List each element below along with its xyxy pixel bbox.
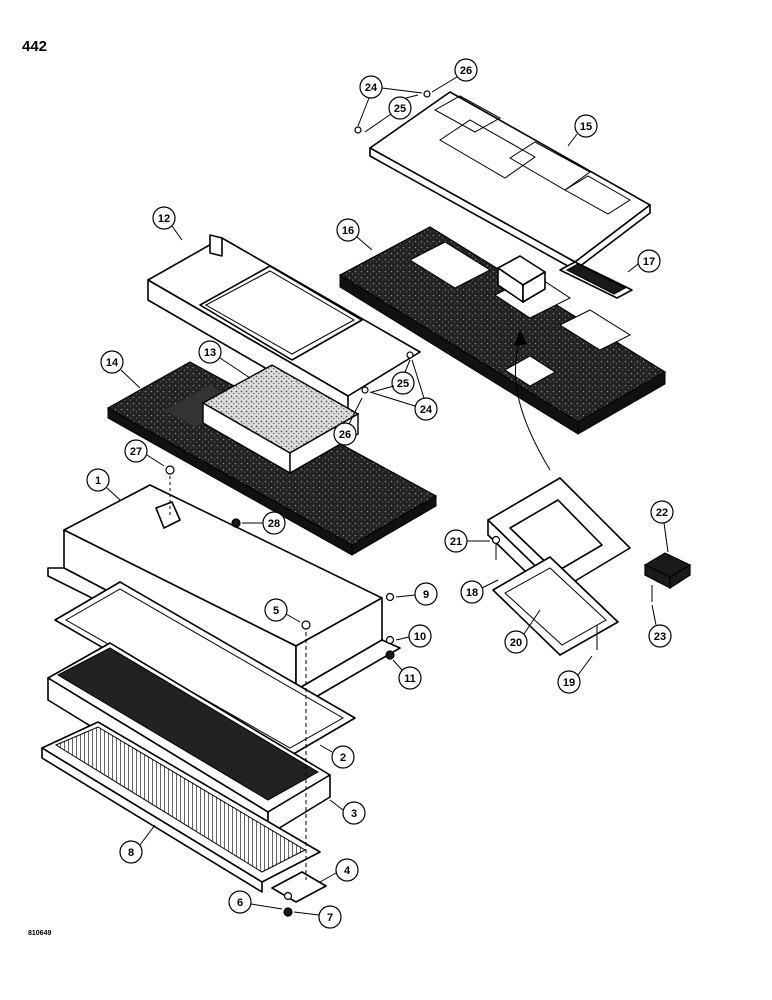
svg-text:28: 28 [268,518,280,530]
svg-text:4: 4 [344,865,351,877]
svg-text:9: 9 [423,589,429,601]
hardware [165,90,653,917]
callout-26-top: 26 [431,58,478,93]
svg-text:15: 15 [580,121,592,133]
callout-4: 4 [319,858,359,883]
callout-10: 10 [395,624,432,648]
bracket-17 [559,261,633,299]
callout-21: 21 [444,529,490,553]
svg-text:18: 18 [466,587,478,599]
callout-11: 11 [392,659,422,690]
assembly-18-20 [487,477,631,656]
svg-text:25: 25 [394,103,406,115]
svg-text:1: 1 [95,475,101,487]
callout-1: 1 [86,468,121,501]
svg-text:27: 27 [130,446,142,458]
callout-6: 6 [228,890,283,914]
callout-13: 13 [198,340,251,379]
figure-code: 810649 [28,930,52,937]
callout-28: 28 [242,511,286,535]
callout-14: 14 [100,350,141,389]
svg-text:20: 20 [510,637,522,649]
svg-text:5: 5 [273,605,279,617]
svg-text:7: 7 [327,912,333,924]
svg-text:17: 17 [643,256,655,268]
svg-text:11: 11 [404,673,416,685]
svg-text:6: 6 [237,897,243,909]
callout-16: 16 [336,218,373,251]
callout-5: 5 [264,598,301,623]
svg-text:24: 24 [365,82,378,94]
svg-text:8: 8 [128,847,134,859]
svg-text:14: 14 [106,357,119,369]
callout-18: 18 [460,579,499,604]
callout-24-top: 24 [357,75,423,127]
callout-7: 7 [293,905,342,929]
callout-15: 15 [567,114,598,147]
callout-24-mid: 24 [369,359,438,421]
callout-19: 19 [557,655,593,694]
housing-on-pad [497,255,546,303]
svg-text:2: 2 [340,752,346,764]
svg-text:26: 26 [339,429,351,441]
svg-text:24: 24 [420,404,433,416]
svg-text:25: 25 [397,378,409,390]
callout-9: 9 [395,582,438,606]
callout-26-mid: 26 [333,397,363,446]
callout-25-top: 25 [364,94,419,133]
callout-8: 8 [119,824,156,864]
plate-4 [271,871,327,903]
callout-12: 12 [152,206,183,241]
callout-22: 22 [650,500,674,553]
screen-tray-8 [41,721,321,893]
foam-pad-16 [338,226,667,435]
cover-plate-15 [369,91,651,271]
callout-2: 2 [319,744,355,769]
svg-text:26: 26 [460,65,472,77]
callouts: 1 2 3 4 5 6 7 8 9 10 11 12 13 14 15 16 1… [86,58,674,929]
callout-17: 17 [627,249,661,273]
svg-text:19: 19 [563,677,575,689]
svg-text:22: 22 [656,507,668,519]
callout-3: 3 [329,799,366,825]
callout-23: 23 [648,604,672,648]
svg-text:10: 10 [414,631,426,643]
page-number: 442 [22,38,48,55]
callout-25-mid: 25 [371,359,415,395]
svg-text:12: 12 [158,213,170,225]
direction-arrow [514,330,551,471]
svg-text:3: 3 [351,808,357,820]
svg-text:16: 16 [342,225,354,237]
callout-20: 20 [504,609,541,654]
svg-text:21: 21 [450,536,462,548]
switch-22 [643,552,692,590]
callout-27: 27 [124,439,165,467]
svg-text:13: 13 [204,347,216,359]
svg-text:23: 23 [654,631,666,643]
